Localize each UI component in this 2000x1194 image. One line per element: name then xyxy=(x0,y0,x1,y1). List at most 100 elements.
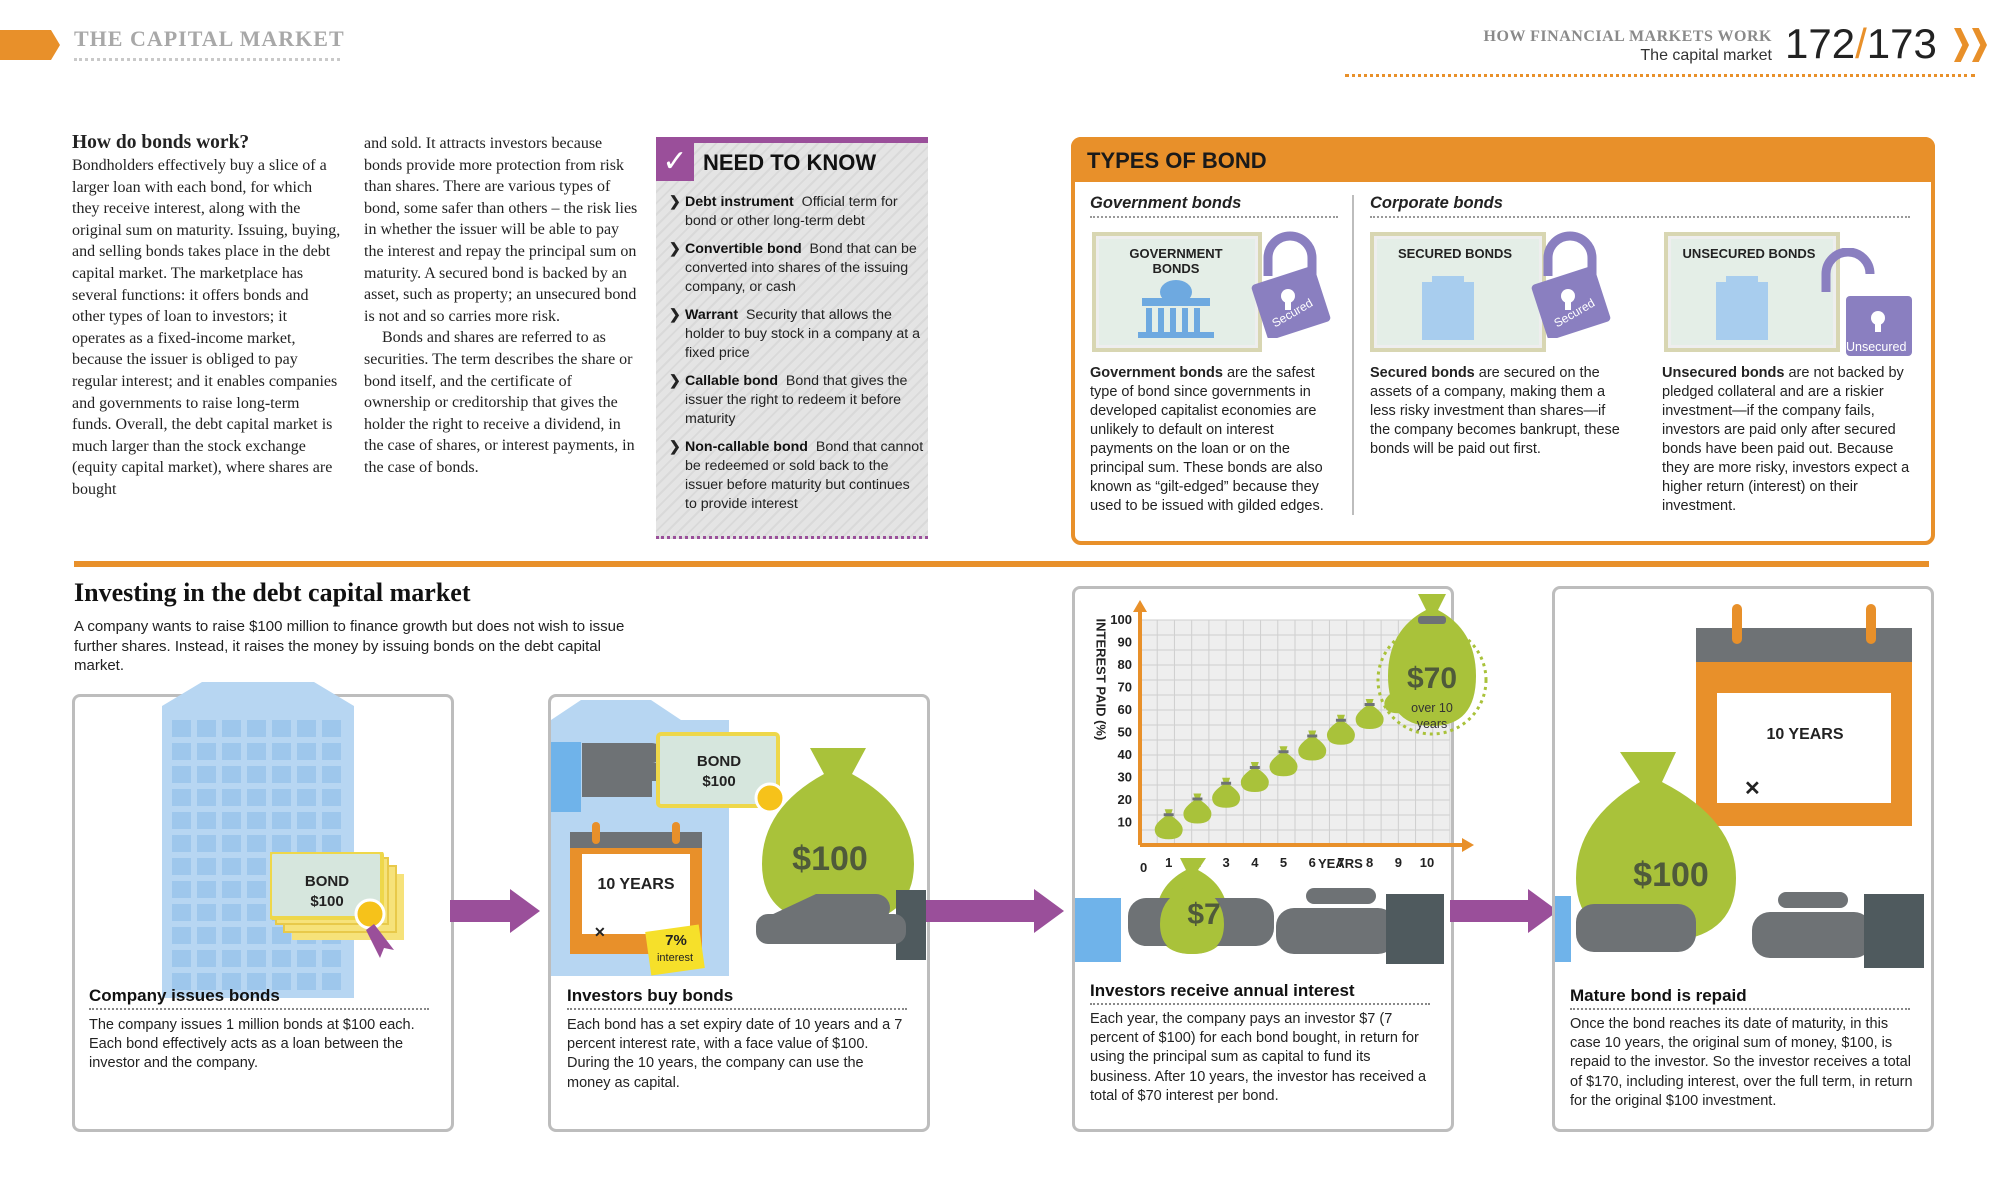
chart-y-axis-arrow xyxy=(1133,600,1147,612)
caption-line: years xyxy=(1416,717,1448,731)
panel-text: Each year, the company pays an investor … xyxy=(1090,1011,1427,1104)
chart-x-tick-label: 1 xyxy=(1165,855,1172,870)
sticky-note-icon xyxy=(645,924,705,976)
caption-line: over 10 xyxy=(1411,701,1453,715)
bond-word: BOND xyxy=(304,873,350,890)
types-of-bond-title: TYPES OF BOND xyxy=(1087,148,1267,173)
list-item: ❯Warrant Security that allows the holder… xyxy=(669,306,924,363)
chart-point-money-bag xyxy=(1355,699,1384,729)
section-title-underline xyxy=(74,58,340,61)
chart-point-tie xyxy=(1307,734,1318,738)
office-building-icon xyxy=(1422,276,1474,340)
panel-title: Company issues bonds xyxy=(89,986,280,1005)
list-item: ❯Non-callable bond Bond that cannot be r… xyxy=(669,438,924,514)
panel-title-rule xyxy=(89,1008,429,1010)
chart-y-tick-label: 90 xyxy=(1118,635,1132,650)
arrow-icon: ❯ xyxy=(669,439,681,455)
chapter-subtitle: The capital market xyxy=(1640,47,1772,64)
investing-intro: A company wants to raise $100 million to… xyxy=(74,618,625,674)
chart-y-tick-label: 30 xyxy=(1118,770,1132,785)
chart-point-money-bag xyxy=(1298,730,1327,761)
bonds-work-heading: How do bonds work? xyxy=(72,132,250,153)
calendar-icon xyxy=(1696,604,1912,826)
panel-title: Investors buy bonds xyxy=(567,986,734,1005)
chart-point-tie xyxy=(1221,781,1232,785)
chart-point-tie xyxy=(1249,766,1260,769)
types-of-bond-header xyxy=(1071,137,1935,182)
chart-x-tick-label: 5 xyxy=(1280,855,1287,870)
checkmark-icon: ✓ xyxy=(656,143,694,181)
chart-point-tie xyxy=(1364,703,1375,706)
money-bag-icon xyxy=(1376,594,1488,736)
money-bag-icon xyxy=(1576,752,1736,952)
arrow-icon: ❯ xyxy=(669,241,681,257)
chart-x-axis-label: YEARS xyxy=(1318,856,1363,871)
bonds-work-paragraph-1: Bondholders effectively buy a slice of a… xyxy=(72,157,341,498)
chart-y-tick-label: 20 xyxy=(1118,792,1132,807)
arrow-shaft xyxy=(450,900,512,922)
panel-title-rule xyxy=(567,1008,907,1010)
chart-point-money-bag xyxy=(1326,714,1355,745)
chart-x-tick-label: 9 xyxy=(1395,855,1402,870)
hand-icon xyxy=(1276,888,1444,964)
government-bonds-heading: Government bonds xyxy=(1090,194,1242,212)
chart-point-money-bag xyxy=(1269,746,1298,777)
panel-title-rule xyxy=(1570,1008,1910,1010)
money-bag-icon xyxy=(756,748,926,960)
chart-point-money-bag xyxy=(1212,777,1241,808)
chart-origin-label: 0 xyxy=(1140,860,1148,875)
cross-icon: ✕ xyxy=(594,924,606,940)
heading-rule xyxy=(1090,216,1338,218)
calendar-label: 10 YEARS xyxy=(597,876,675,893)
bond-word: BOND xyxy=(696,753,742,770)
bonds-work-paragraph-2: and sold. It attracts investors because … xyxy=(364,135,638,325)
page-number-left: 172 xyxy=(1785,20,1856,67)
bag-amount: $7 xyxy=(1187,898,1221,931)
definition: are the safest type of bond since govern… xyxy=(1090,365,1324,514)
panel-text: Once the bond reaches its date of maturi… xyxy=(1570,1016,1913,1109)
chart-y-tick-label: 100 xyxy=(1110,612,1132,627)
bonds-work-column-1: How do bonds work? Bondholders effective… xyxy=(72,131,342,501)
bond-certificate-stack-icon xyxy=(270,852,404,958)
bond-label: BOND$100 xyxy=(276,872,378,912)
arrow-shaft xyxy=(926,900,1036,922)
term: Secured bonds xyxy=(1370,365,1475,381)
chart-point-money-bag xyxy=(1240,762,1269,792)
chart-point-tie xyxy=(1278,750,1289,754)
chart-y-tick-label: 80 xyxy=(1118,657,1132,672)
chart-x-axis-arrow xyxy=(1462,838,1474,852)
padlock-secured-icon xyxy=(1531,231,1611,338)
definition: Bond that can be converted into shares o… xyxy=(685,241,917,295)
term: Warrant xyxy=(685,307,739,323)
need-to-know-title: NEED TO KNOW xyxy=(703,150,877,175)
investing-heading: Investing in the debt capital market xyxy=(74,578,471,607)
need-to-know-top-bar xyxy=(656,137,928,143)
chart-point-money-bag xyxy=(1154,809,1183,840)
lock-label: Unsecured xyxy=(1846,340,1907,354)
chart-y-tick-label: 10 xyxy=(1118,815,1132,830)
padlock-secured-icon xyxy=(1251,231,1331,338)
company-sleeve xyxy=(1555,896,1571,962)
interest-rate: 7% xyxy=(665,932,687,949)
company-sleeve xyxy=(1075,898,1121,962)
secured-bonds-description: Secured bonds are secured on the assets … xyxy=(1370,364,1622,459)
chart-point-tie xyxy=(1335,718,1346,722)
office-building-icon xyxy=(1716,276,1768,340)
need-to-know-bottom-rule xyxy=(656,536,928,539)
definition: are not backed by pledged collateral and… xyxy=(1662,365,1910,514)
panel-text: The company issues 1 million bonds at $1… xyxy=(89,1017,415,1072)
term: Debt instrument xyxy=(685,194,794,210)
unsecured-bonds-description: Unsecured bonds are not backed by pledge… xyxy=(1662,364,1912,516)
list-item: ❯Convertible bond Bond that can be conve… xyxy=(669,240,924,297)
chart-x-tick-label: 6 xyxy=(1309,855,1316,870)
chevron-right-icon xyxy=(1972,28,1987,62)
bonds-work-column-2: and sold. It attracts investors because … xyxy=(364,133,640,479)
secured-bond-card-label: SECURED BONDS xyxy=(1397,246,1513,261)
column-divider xyxy=(1352,195,1354,515)
section-tab-marker xyxy=(0,30,60,60)
section-title: THE CAPITAL MARKET xyxy=(74,26,345,51)
chart-x-tick-label: 7 xyxy=(1337,855,1344,870)
bond-value: $100 xyxy=(702,773,736,790)
definition: Bond that cannot be redeemed or sold bac… xyxy=(685,439,924,512)
panel-title: Mature bond is repaid xyxy=(1570,986,1747,1005)
